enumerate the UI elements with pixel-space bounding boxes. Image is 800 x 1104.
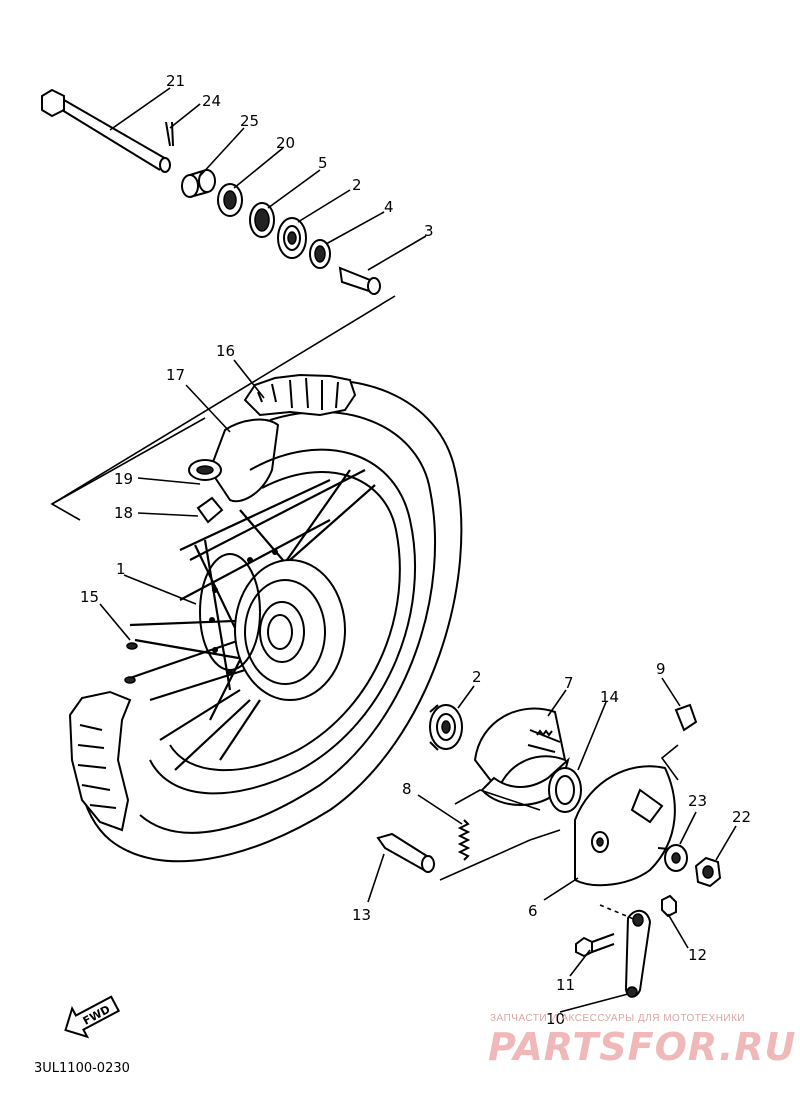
label-24: 24 [202,92,221,110]
brake-spring [457,819,471,861]
label-9: 9 [656,660,666,678]
brake-cap [674,703,698,732]
washer [664,844,688,872]
bearing-lower [429,704,463,751]
label-23: 23 [688,792,707,810]
label-6: 6 [528,902,538,920]
label-11: 11 [556,976,575,994]
label-10: 10 [546,1010,565,1028]
axle-nut [694,856,722,888]
drawing-code: 3UL1100-0230 [34,1061,130,1076]
spoke-nipples [124,642,138,684]
circlip [249,202,275,238]
forward-arrow: FWD [64,995,121,1039]
label-2-upper: 2 [352,176,362,194]
label-12: 12 [688,946,707,964]
leader-lines [99,87,737,1013]
brake-shoes [473,707,570,806]
label-20: 20 [276,134,295,152]
label-19: 19 [114,470,133,488]
rim-band [196,496,224,524]
oil-seal [217,183,243,217]
label-1: 1 [116,560,126,578]
wheel-assembly [68,373,463,863]
label-21: 21 [166,72,185,90]
label-3: 3 [424,222,434,240]
label-16: 16 [216,342,235,360]
label-17: 17 [166,366,185,384]
wheel-hub [199,549,346,701]
spokes [129,469,376,771]
brake-assembly [376,703,722,998]
label-13: 13 [352,906,371,924]
label-25: 25 [240,112,259,130]
label-18: 18 [114,504,133,522]
spacer-tube [338,266,381,295]
brake-seal [548,767,582,813]
axle-bolt [41,88,171,173]
label-8: 8 [402,780,412,798]
label-15: 15 [80,588,99,606]
bearing-upper [277,217,307,259]
lever-nut [661,894,677,918]
part-labels: 21 24 25 20 5 2 4 3 16 17 19 18 1 15 2 7… [80,72,751,1028]
label-22: 22 [732,808,751,826]
inner-tube [188,418,280,503]
label-2-lower: 2 [472,668,482,686]
collar [181,169,216,198]
watermark-brand: PARTSFOR.RU [488,1025,796,1069]
tire [68,373,463,863]
label-7: 7 [564,674,574,692]
spacer-ring [309,239,331,269]
lever-bolt [575,933,615,958]
label-4: 4 [384,198,394,216]
brake-camshaft [376,832,435,873]
axle-assembly [41,88,396,521]
watermark: ЗАПЧАСТИ И АКСЕССУАРЫ ДЛЯ МОТОТЕХНИКИ PA… [488,1013,796,1069]
label-5: 5 [318,154,328,172]
watermark-tagline: ЗАПЧАСТИ И АКСЕССУАРЫ ДЛЯ МОТОТЕХНИКИ [490,1013,745,1024]
brake-plate [574,765,681,887]
cam-lever [624,909,652,998]
label-14: 14 [600,688,619,706]
